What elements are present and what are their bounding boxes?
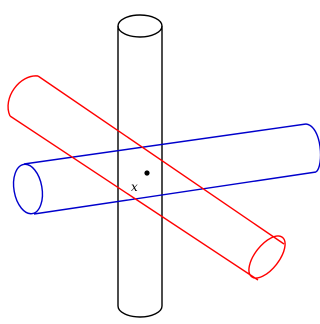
blue-cylinder bbox=[12, 123, 320, 215]
blue-cylinder-right-rim bbox=[305, 123, 320, 173]
red-cylinder-bottom-edge bbox=[9, 115, 259, 281]
blue-cylinder-bottom-edge bbox=[33, 171, 317, 215]
blue-cylinder-top-edge bbox=[23, 123, 307, 165]
red-cylinder-top-edge bbox=[37, 75, 285, 245]
vertical-cylinder bbox=[117, 14, 163, 318]
red-cylinder-near-cap bbox=[248, 235, 286, 279]
red-cylinder-far-rim bbox=[7, 75, 39, 117]
vertical-cylinder-top-cap bbox=[117, 14, 163, 38]
vertical-cylinder-bottom-rim bbox=[117, 305, 163, 318]
point-label-x: x bbox=[131, 180, 138, 194]
intersection-point bbox=[144, 170, 150, 176]
red-cylinder bbox=[7, 75, 286, 281]
blue-cylinder-left-cap bbox=[12, 163, 44, 215]
